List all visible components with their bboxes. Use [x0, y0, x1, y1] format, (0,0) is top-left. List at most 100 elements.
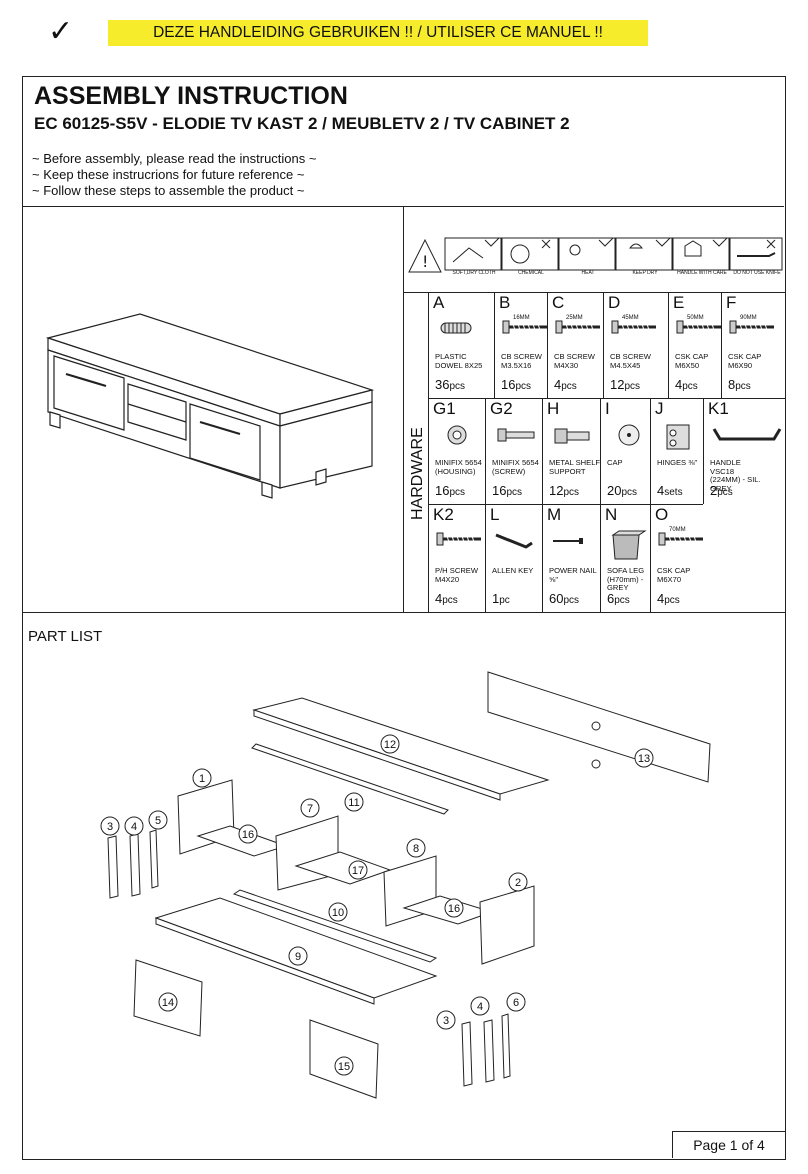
- hardware-letter: M: [547, 505, 562, 524]
- part-callout-4: 4: [124, 816, 144, 836]
- screw-icon: [501, 317, 577, 356]
- hardware-name: MINIFIX 5654 (SCREW): [492, 458, 539, 476]
- part-callout-2: 2: [508, 872, 528, 892]
- note-read: ~ Before assembly, please read the instr…: [32, 151, 317, 166]
- part-callout-15: 15: [334, 1056, 354, 1076]
- hardware-name: METAL SHELF SUPPORT: [549, 458, 601, 476]
- allen-key-icon: [492, 529, 568, 568]
- part-3a: [107, 835, 119, 899]
- hardware-item-j: J HINGES ⅜" 4sets: [650, 398, 703, 504]
- part-2: [479, 885, 535, 965]
- hardware-qty: 8pcs: [728, 377, 751, 392]
- hardware-name: HINGES ⅜": [657, 458, 698, 467]
- hardware-qty: 16pcs: [501, 377, 532, 392]
- part-callout-17: 17: [348, 860, 368, 880]
- hardware-qty: 2pcs: [710, 483, 733, 498]
- cap-icon: [607, 423, 683, 462]
- page-title: ASSEMBLY INSTRUCTION: [34, 82, 348, 110]
- svg-text:13: 13: [638, 753, 650, 765]
- hardware-name: ALLEN KEY: [492, 566, 534, 575]
- care-label-dry: KEEP DRY: [632, 270, 658, 276]
- svg-text:16: 16: [448, 903, 460, 915]
- svg-text:16: 16: [242, 829, 254, 841]
- hardware-label: HARDWARE: [409, 427, 426, 520]
- manual-banner: DEZE HANDLEIDING GEBRUIKEN !! / UTILISER…: [108, 20, 648, 46]
- hardware-name: SOFA LEG (H70mm) - GREY: [607, 566, 645, 592]
- care-label-cloth: SOFT,DRY CLOTH: [452, 270, 496, 276]
- hardware-letter: H: [547, 399, 560, 418]
- svg-text:4: 4: [477, 1001, 483, 1013]
- part-callout-1: 1: [192, 768, 212, 788]
- part-list-title: PART LIST: [28, 628, 103, 645]
- hardware-name: CSK CAP M6X50: [675, 352, 709, 370]
- part-callout-16: 16: [444, 898, 464, 918]
- svg-text:3: 3: [107, 821, 113, 833]
- page-frame: [22, 76, 786, 1160]
- hardware-letter: A: [433, 293, 445, 312]
- hardware-name: CAP: [607, 458, 623, 467]
- hardware-name: CSK CAP M6X70: [657, 566, 691, 584]
- part-4a: [129, 833, 141, 897]
- care-label-heat: HEAT: [581, 270, 595, 276]
- part-callout-9: 9: [288, 946, 308, 966]
- hardware-qty: 16pcs: [492, 483, 523, 498]
- hardware-letter: K2: [433, 505, 454, 524]
- hardware-letter: J: [655, 399, 664, 418]
- hardware-qty: 36pcs: [435, 377, 466, 392]
- hardware-qty: 12pcs: [610, 377, 641, 392]
- warning-icon: [408, 238, 442, 273]
- hardware-qty: 4pcs: [554, 377, 577, 392]
- handle-icon: [710, 423, 786, 462]
- screw-icon: [728, 317, 804, 356]
- minifix-housing-icon: [435, 423, 511, 462]
- svg-text:11: 11: [348, 797, 359, 809]
- hardware-dimension: 50MM: [687, 315, 704, 321]
- hardware-name: HANDLE VSC18 (224MM) - SIL. GREY: [710, 458, 761, 493]
- hardware-letter: I: [605, 399, 610, 418]
- svg-text:12: 12: [384, 739, 396, 751]
- svg-text:17: 17: [352, 865, 364, 877]
- part-callout-14: 14: [158, 992, 178, 1012]
- part-callout-10: 10: [328, 902, 348, 922]
- care-label-knife: DO NOT USE KNIFE: [733, 270, 781, 276]
- hardware-letter: L: [490, 505, 500, 524]
- hardware-dimension: 25MM: [566, 315, 583, 321]
- hardware-qty: 6pcs: [607, 591, 630, 606]
- svg-text:1: 1: [199, 773, 205, 785]
- hardware-qty: 4pcs: [657, 591, 680, 606]
- hardware-dimension: 70MM: [669, 527, 686, 533]
- hardware-qty: 4sets: [657, 483, 683, 498]
- svg-text:8: 8: [413, 843, 419, 855]
- page-number: Page 1 of 4: [672, 1131, 785, 1158]
- checkmark-icon: ✓: [48, 14, 74, 49]
- svg-text:4: 4: [131, 821, 137, 833]
- hardware-qty: 16pcs: [435, 483, 466, 498]
- hardware-letter: E: [673, 293, 685, 312]
- care-label-handle: HANDLE WITH CARE: [677, 270, 727, 276]
- nail-icon: [549, 529, 625, 568]
- part-callout-3: 3: [100, 816, 120, 836]
- hardware-letter: F: [726, 293, 737, 312]
- svg-text:2: 2: [515, 877, 521, 889]
- care-icons-row: ! SOFT,DRY CLOTH CHEMICAL HEAT KEEP DRY …: [405, 236, 783, 280]
- header-section: [22, 76, 784, 207]
- divider: [403, 207, 404, 612]
- sofa-leg-icon: [607, 529, 683, 568]
- minifix-screw-icon: [492, 423, 568, 462]
- hardware-qty: 4pcs: [675, 377, 698, 392]
- hardware-dimension: 45MM: [622, 315, 639, 321]
- svg-text:7: 7: [307, 803, 313, 815]
- part-callout-16: 16: [238, 824, 258, 844]
